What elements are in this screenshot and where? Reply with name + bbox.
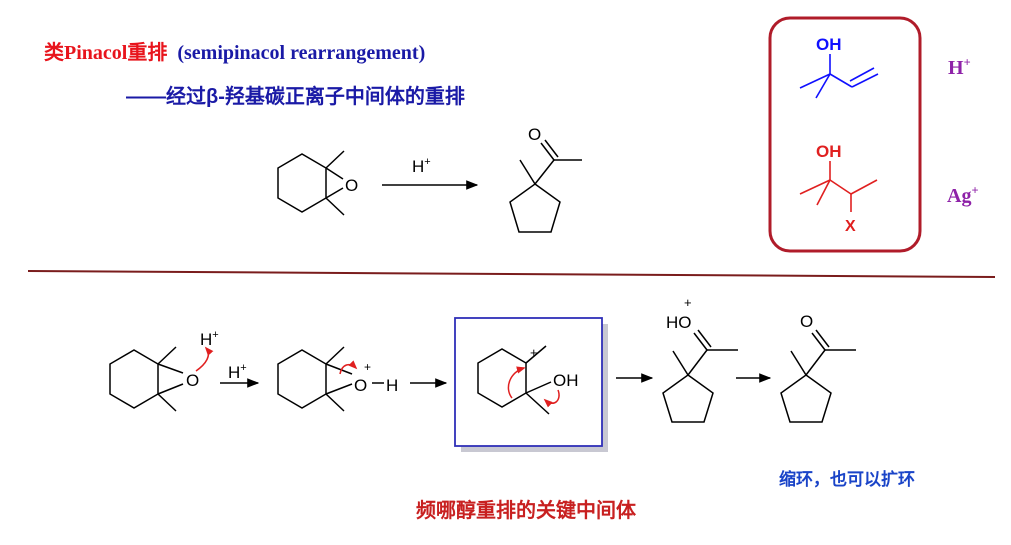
mech-step3-cation-charge: + xyxy=(530,345,538,360)
section-divider xyxy=(27,270,996,278)
ring-contraction-note: 缩环，也可以扩环 xyxy=(779,470,915,489)
mech-step3-carbocation xyxy=(477,345,552,415)
mech-step2-h: H xyxy=(386,376,398,395)
halohydrin-structure xyxy=(799,161,878,212)
conditions-box xyxy=(768,16,922,253)
mech-step2-protonated-epoxide xyxy=(277,346,384,412)
title-chinese: 类Pinacol重排 xyxy=(44,42,168,64)
mech-step2-o: O xyxy=(354,376,367,395)
top-arrow-reagent: H+ xyxy=(412,156,431,176)
mech-step4-ho: HO xyxy=(666,313,692,332)
halohydrin-x: X xyxy=(845,218,856,235)
subtitle: ——经过β-羟基碳正离子中间体的重排 xyxy=(126,86,465,108)
mech-step4-charge: + xyxy=(684,295,692,310)
mech-step5-o: O xyxy=(800,312,813,331)
page-title: 类Pinacol重排 (semipinacol rearrangement) xyxy=(44,36,425,65)
mech-step4-oxocarbenium xyxy=(662,329,738,423)
intermediate-box xyxy=(454,317,603,447)
title-english: (semipinacol rearrangement) xyxy=(177,42,426,64)
allylic-alcohol-structure xyxy=(799,54,879,99)
mech-step5-ketone xyxy=(780,329,856,423)
mech-step3-oh: OH xyxy=(553,371,579,390)
mech-step1-epoxide xyxy=(109,346,184,412)
mech-step3-shift-arrow xyxy=(507,366,526,399)
mech-step1-curved-arrow xyxy=(195,346,214,372)
top-product-o: O xyxy=(528,125,541,144)
halohydrin-oh: OH xyxy=(816,142,842,161)
top-epoxide-structure xyxy=(277,150,345,216)
top-epoxide-o: O xyxy=(345,176,358,195)
key-intermediate-caption: 频哪醇重排的关键中间体 xyxy=(416,500,636,522)
mech-step2-o-charge: + xyxy=(364,360,371,374)
mech-step2-curved-arrow xyxy=(339,360,358,375)
mech-step1-hplus: H+ xyxy=(200,329,219,349)
mech-step1-o: O xyxy=(186,371,199,390)
reagent-hplus-label: H+ xyxy=(948,55,971,79)
mech-step3-oh-arrow xyxy=(543,389,560,408)
reagent-agplus-label: Ag+ xyxy=(947,183,979,207)
mech-arrow-1-reagent: H+ xyxy=(228,362,247,382)
top-product-structure xyxy=(509,139,582,233)
allylic-alcohol-oh: OH xyxy=(816,35,842,54)
